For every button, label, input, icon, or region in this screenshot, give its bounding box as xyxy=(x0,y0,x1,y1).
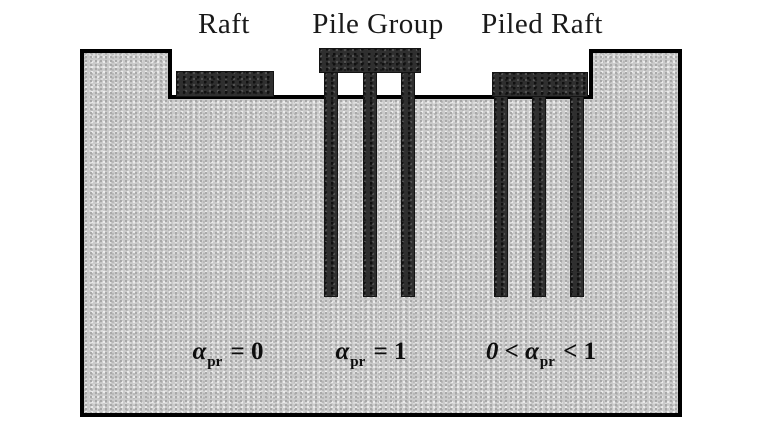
alpha-subscript: pr xyxy=(539,354,555,370)
coefficient-value: = 1 xyxy=(367,338,407,365)
alpha-symbol: α xyxy=(192,338,207,365)
title-pile-group: Pile Group xyxy=(312,8,444,40)
coefficient-value: = 0 xyxy=(224,338,264,365)
alpha-subscript: pr xyxy=(350,354,366,370)
coefficient-label-piled-raft: 0 < αpr < 1 xyxy=(485,337,597,370)
alpha-subscript: pr xyxy=(207,354,223,370)
pile-group-pile-1 xyxy=(324,72,338,297)
piled-raft-pile-1 xyxy=(494,88,508,297)
piled-raft-pile-3 xyxy=(570,88,584,297)
coefficient-value: < 1 xyxy=(556,338,597,365)
coefficient-label-pile-group: αpr = 1 xyxy=(335,337,407,370)
alpha-symbol: α xyxy=(335,338,350,365)
piled-raft-slab xyxy=(492,72,588,97)
alpha-symbol: 0 < α xyxy=(485,338,539,365)
piled-raft-pile-2 xyxy=(532,88,546,297)
title-raft: Raft xyxy=(198,8,250,40)
pile-group-pile-3 xyxy=(401,72,415,297)
pile-group-pile-2 xyxy=(363,72,377,297)
coefficient-label-raft: αpr = 0 xyxy=(192,337,264,370)
title-piled-raft: Piled Raft xyxy=(481,8,603,40)
pile-group-cap xyxy=(319,48,421,73)
raft-footing xyxy=(176,71,274,97)
